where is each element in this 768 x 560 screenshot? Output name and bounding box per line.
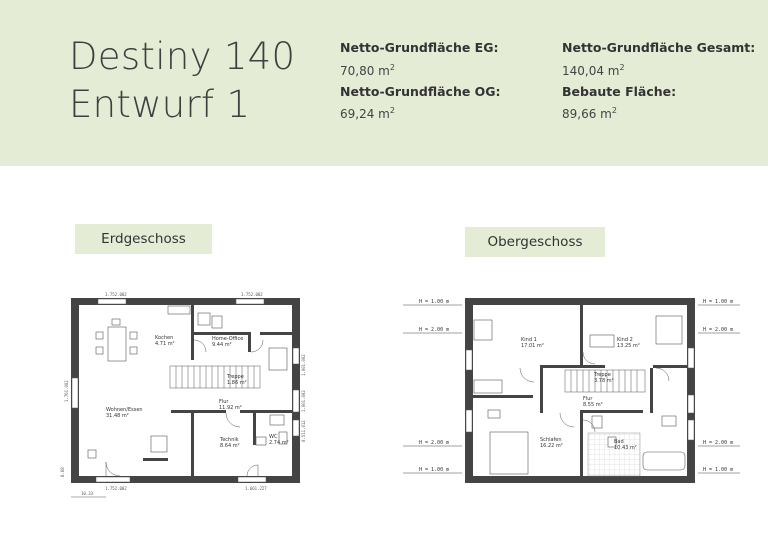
dimension-label: 1.761.002 [64, 380, 69, 402]
height-label: H = 2.00 m [703, 440, 733, 446]
stat-label-og: Netto-Grundfläche OG: [340, 84, 501, 99]
room-area: 31.48 m² [106, 413, 129, 419]
room-name: Flur [583, 396, 593, 402]
interior-walls-eg [143, 305, 292, 476]
room-name: Flur [219, 399, 229, 405]
room-name: Schlafen [540, 437, 562, 443]
dimension-label: 0.511.012 [301, 420, 306, 442]
wall-north [71, 298, 300, 305]
room-name: Treppe [593, 372, 611, 378]
furniture-eg [87, 305, 288, 459]
stat-value-eg: 70,80 m2 [340, 63, 395, 78]
room-area: 16.22 m² [540, 443, 563, 449]
room-name: Wohnen/Essen [106, 407, 143, 413]
room-name: Technik [219, 437, 239, 443]
stat-label-gesamt: Netto-Grundfläche Gesamt: [562, 40, 756, 55]
dimension-label: 1.661.227 [245, 486, 267, 491]
room-name: Kind 1 [521, 337, 537, 343]
height-label: H = 1.00 m [703, 467, 733, 473]
room-name: WC [269, 434, 278, 440]
floor-plan-og: Kind 1 17.01 m² Kind 2 13.25 m² Treppe 3… [403, 298, 740, 483]
wall-north [465, 298, 695, 305]
height-label: H = 1.00 m [419, 299, 449, 305]
room-name: Bad [614, 439, 624, 445]
windows-og [465, 347, 695, 441]
room-name: Treppe [226, 374, 244, 380]
room-area: 8.55 m² [583, 402, 603, 408]
room-area: 1.86 m² [227, 380, 247, 386]
wall-west [465, 298, 473, 483]
wall-east [687, 298, 695, 483]
height-label: H = 2.00 m [419, 327, 449, 333]
dimension-label: 1.001.002 [301, 390, 306, 412]
stat-value-bebaut: 89,66 m2 [562, 106, 617, 121]
room-area: 8.64 m² [220, 443, 240, 449]
room-area: 3.78 m² [594, 378, 614, 384]
room-area: 13.25 m² [617, 343, 640, 349]
dimension-label: 10.33 [81, 491, 94, 496]
height-label: H = 1.00 m [419, 467, 449, 473]
dimension-label: 1.001.002 [301, 354, 306, 376]
dimension-label: 1.752.002 [241, 292, 263, 297]
stairs-eg [169, 365, 261, 389]
room-name: Kind 2 [617, 337, 633, 343]
room-name: Kochen [155, 335, 173, 341]
furniture-og [473, 315, 686, 475]
room-area: 17.01 m² [521, 343, 544, 349]
floor-label-og: Obergeschoss [465, 227, 605, 257]
dimension-label: 1.752.002 [105, 292, 127, 297]
stat-value-gesamt: 140,04 m2 [562, 63, 625, 78]
doors-og [519, 351, 670, 433]
stairs-og [564, 369, 646, 393]
dimension-label: 1.752.002 [105, 486, 127, 491]
wall-south [71, 476, 300, 483]
dimension-label: 8.68 [60, 467, 65, 477]
doors-eg [105, 339, 264, 477]
windows-eg [71, 298, 300, 483]
height-marker-lines [403, 304, 740, 474]
floor-plan-eg: Kochen 4.71 m² Home-Office 9.44 m² Trepp… [60, 292, 306, 498]
room-name: Home-Office [212, 336, 243, 342]
interior-walls-og [473, 305, 687, 476]
floor-label-eg: Erdgeschoss [75, 224, 212, 254]
page-subtitle: Entwurf 1 [69, 83, 251, 126]
stat-value-og: 69,24 m2 [340, 106, 395, 121]
wall-south [465, 476, 695, 483]
stat-label-eg: Netto-Grundfläche EG: [340, 40, 499, 55]
height-label: H = 2.00 m [419, 440, 449, 446]
header-band: Destiny 140 Entwurf 1 Netto-Grundfläche … [0, 0, 768, 166]
room-area: 4.71 m² [155, 341, 175, 347]
room-area: 11.92 m² [219, 405, 242, 411]
stat-label-bebaut: Bebaute Fläche: [562, 84, 677, 99]
height-label: H = 2.00 m [703, 327, 733, 333]
room-area: 9.44 m² [212, 342, 232, 348]
height-label: H = 1.00 m [703, 299, 733, 305]
page-title: Destiny 140 [69, 35, 296, 78]
room-area: 2.74 m² [269, 440, 289, 446]
room-area: 10.43 m² [614, 445, 637, 451]
